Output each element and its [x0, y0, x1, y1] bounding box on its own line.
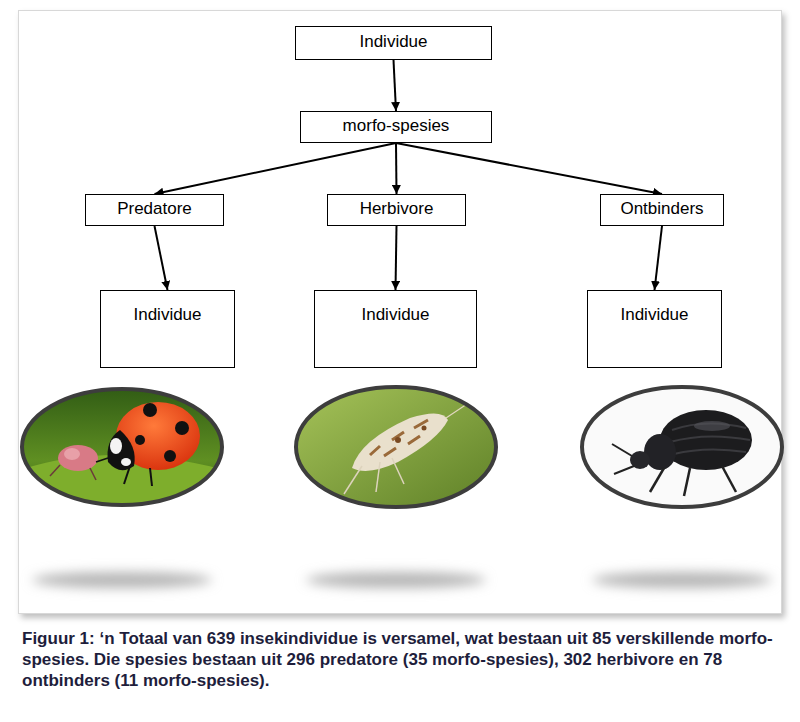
arrow-connector: [155, 143, 397, 194]
arrow-connector: [396, 226, 397, 290]
arrow-connector: [396, 143, 662, 194]
beetle-photo: [580, 385, 785, 510]
box-label: Individue: [133, 305, 201, 325]
arrow-connector: [395, 143, 398, 194]
label-box: Individue: [295, 26, 492, 60]
label-box: Predatore: [85, 194, 224, 226]
arrow-connector: [655, 226, 663, 290]
label-box: Ontbinders: [600, 194, 724, 226]
label-box: morfo-spesies: [300, 111, 492, 143]
group-box: Individue: [587, 290, 722, 368]
box-label: Individue: [361, 305, 429, 325]
box-label: Individue: [359, 32, 427, 52]
box-label: Individue: [620, 305, 688, 325]
group-box: Individue: [100, 290, 235, 368]
box-label: Ontbinders: [620, 199, 703, 219]
arrow-connector: [394, 60, 397, 111]
label-box: Herbivore: [327, 194, 466, 226]
group-box: Individue: [314, 290, 477, 368]
ladybug-photo: [20, 385, 225, 510]
figure-caption: Figuur 1: ‘n Totaal van 639 insekindivid…: [22, 628, 782, 691]
box-label: morfo-spesies: [343, 116, 450, 136]
arrow-connector: [155, 226, 168, 290]
box-label: Herbivore: [360, 199, 434, 219]
box-label: Predatore: [117, 199, 192, 219]
photo-shadows: [32, 572, 772, 588]
moth-photo: [294, 385, 499, 510]
